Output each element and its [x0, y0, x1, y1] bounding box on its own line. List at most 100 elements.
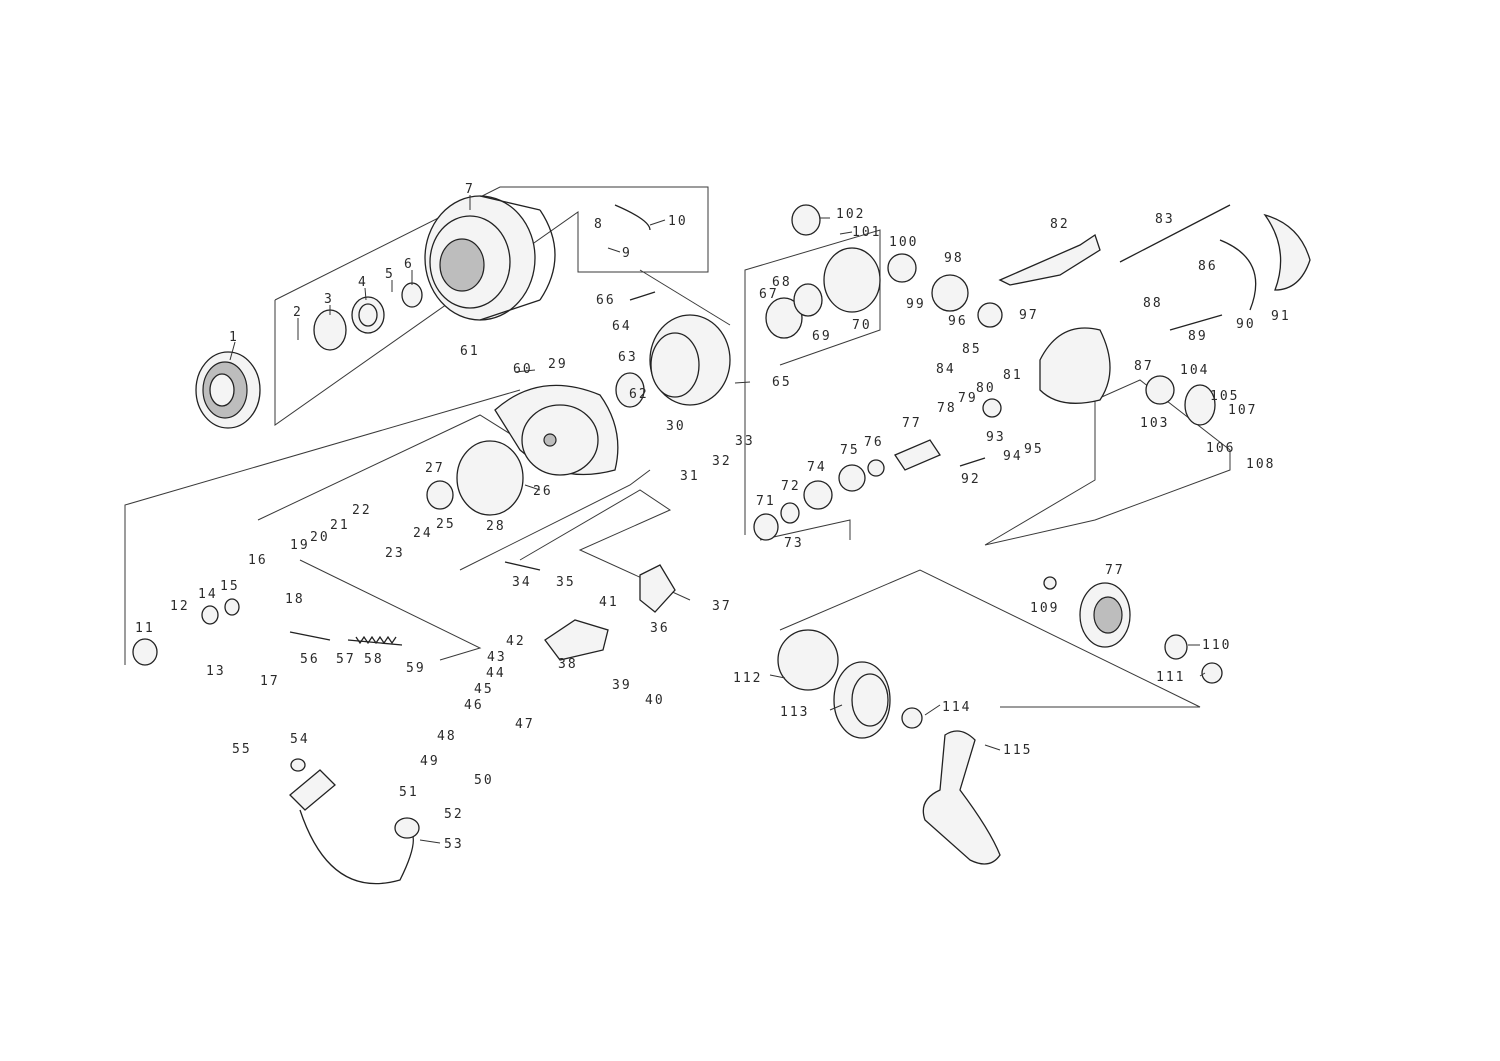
part-label: 91: [1271, 309, 1291, 324]
part-label: 101: [852, 225, 881, 240]
part-label: 64: [612, 319, 632, 334]
part-label: 95: [1024, 442, 1044, 457]
part-label: 87: [1134, 359, 1154, 374]
part-label: 89: [1188, 329, 1208, 344]
part-label: 110: [1202, 638, 1231, 653]
part-label: 86: [1198, 259, 1218, 274]
body-parts: [456, 233, 1111, 516]
part-label: 92: [961, 472, 981, 487]
part-label: 94: [1003, 449, 1023, 464]
part-label: 9: [622, 246, 632, 261]
part-label: 74: [807, 460, 827, 475]
part-label: 98: [944, 251, 964, 266]
part-label: 70: [852, 318, 872, 333]
part-label: 68: [772, 275, 792, 290]
part-label: 39: [612, 678, 632, 693]
crank-and-knob-parts: [833, 661, 1001, 865]
part-label: 60: [513, 362, 533, 377]
part-label: 53: [444, 837, 464, 852]
leader-lines: [229, 195, 1206, 844]
part-label: 65: [772, 375, 792, 390]
part-label: 32: [712, 454, 732, 469]
part-label: 52: [444, 807, 464, 822]
part-label: 4: [358, 275, 368, 290]
part-label: 28: [486, 519, 506, 534]
part-label: 99: [906, 297, 926, 312]
part-label: 69: [812, 329, 832, 344]
part-label: 113: [780, 705, 809, 720]
part-label: 111: [1156, 670, 1185, 685]
part-label: 45: [474, 682, 494, 697]
part-label: 33: [735, 434, 755, 449]
part-label: 51: [399, 785, 419, 800]
part-label: 40: [645, 693, 665, 708]
part-label: 22: [352, 503, 372, 518]
part-label: 83: [1155, 212, 1175, 227]
part-label: 6: [404, 257, 414, 272]
part-label: 104: [1180, 363, 1209, 378]
part-label: 36: [650, 621, 670, 636]
part-label: 80: [976, 381, 996, 396]
part-label: 15: [220, 579, 240, 594]
part-label: 105: [1210, 389, 1239, 404]
part-label: 61: [460, 344, 480, 359]
part-label: 27: [425, 461, 445, 476]
part-label: 25: [436, 517, 456, 532]
part-label: 79: [958, 391, 978, 406]
part-label: 57: [336, 652, 356, 667]
part-label: 112: [733, 671, 762, 686]
part-label: 84: [936, 362, 956, 377]
part-label: 2: [293, 305, 303, 320]
spring-and-pin-parts: [289, 204, 1311, 646]
part-label: 108: [1246, 457, 1275, 472]
part-label: 115: [1003, 743, 1032, 758]
part-label: 77: [1105, 563, 1125, 578]
part-label: 59: [406, 661, 426, 676]
part-label: 54: [290, 732, 310, 747]
part-label: 34: [512, 575, 532, 590]
part-label: 8: [594, 217, 604, 232]
part-label: 114: [942, 700, 971, 715]
part-label: 48: [437, 729, 457, 744]
part-label: 50: [474, 773, 494, 788]
part-label: 47: [515, 717, 535, 732]
part-label: 41: [599, 595, 619, 610]
part-label: 58: [364, 652, 384, 667]
drive-gear-parts: [1043, 384, 1216, 660]
part-label: 30: [666, 419, 686, 434]
part-label: 100: [889, 235, 918, 250]
part-label: 71: [756, 494, 776, 509]
part-label: 43: [487, 650, 507, 665]
part-label: 13: [206, 664, 226, 679]
part-label: 14: [198, 587, 218, 602]
part-label: 109: [1030, 601, 1059, 616]
part-label: 42: [506, 634, 526, 649]
part-label: 19: [290, 538, 310, 553]
part-label: 73: [784, 536, 804, 551]
part-label: 5: [385, 267, 395, 282]
part-label: 3: [324, 292, 334, 307]
part-label: 21: [330, 518, 350, 533]
part-label: 106: [1206, 441, 1235, 456]
part-label: 20: [310, 530, 330, 545]
part-label: 31: [680, 469, 700, 484]
part-label: 107: [1228, 403, 1257, 418]
part-label: 78: [937, 401, 957, 416]
spool-cap-part: [195, 351, 261, 429]
part-label: 63: [618, 350, 638, 365]
spool-part: [424, 195, 556, 321]
bail-arm-parts: [289, 564, 676, 885]
part-label: 82: [1050, 217, 1070, 232]
part-label: 76: [864, 435, 884, 450]
part-label: 81: [1003, 368, 1023, 383]
part-label: 102: [836, 207, 865, 222]
part-label: 88: [1143, 296, 1163, 311]
part-label: 67: [759, 287, 779, 302]
part-label: 24: [413, 526, 433, 541]
part-label: 66: [596, 293, 616, 308]
part-label: 7: [465, 182, 475, 197]
washer-parts: [132, 247, 1223, 691]
part-label: 16: [248, 553, 268, 568]
part-label: 97: [1019, 308, 1039, 323]
part-label: 96: [948, 314, 968, 329]
